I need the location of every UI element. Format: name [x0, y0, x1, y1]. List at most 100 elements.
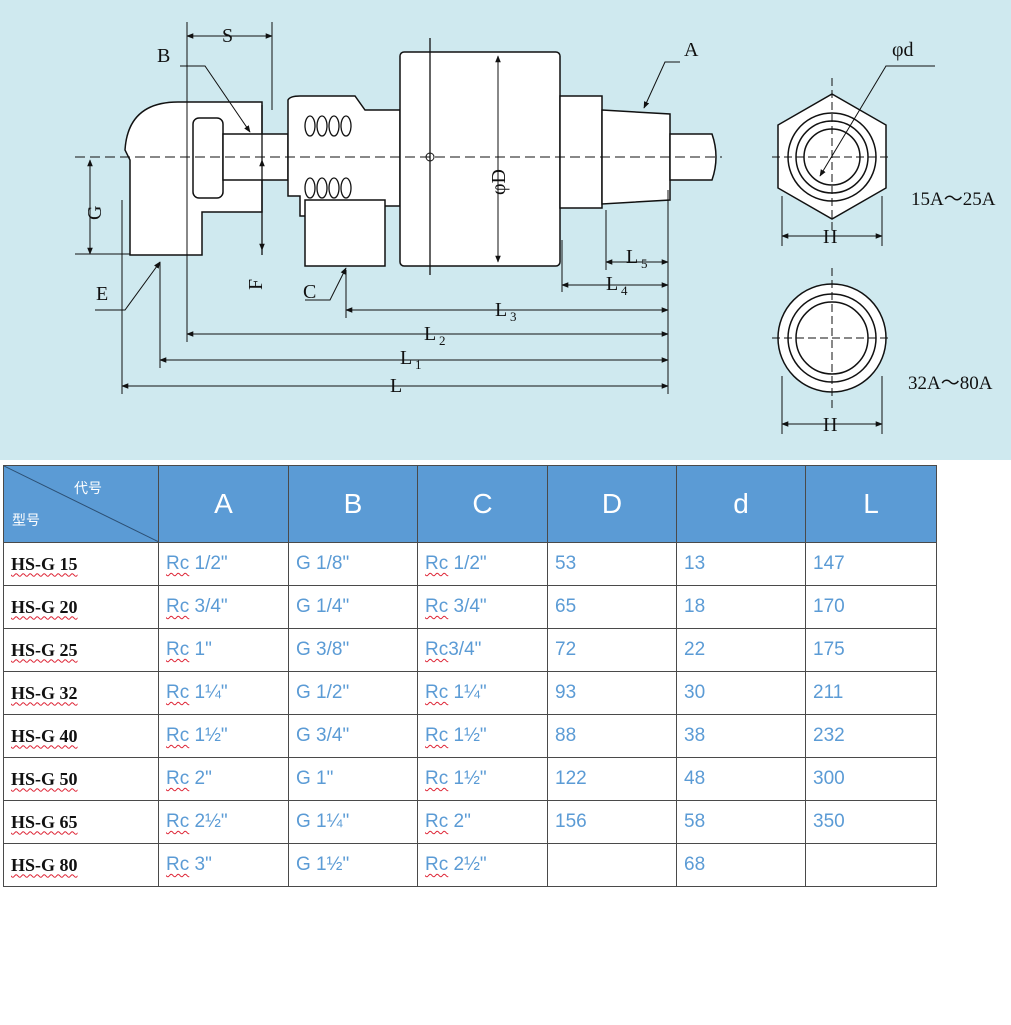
label-H-bottom: H [823, 414, 837, 436]
cell-D: 156 [547, 800, 677, 844]
label-L5: L [626, 246, 638, 268]
cell-value: Rc 1/2" [425, 553, 487, 574]
cell-D: 72 [547, 628, 677, 672]
rc-prefix: Rc [425, 553, 449, 574]
cell-value: 58 [684, 811, 706, 832]
rc-prefix: Rc [166, 725, 190, 746]
cell-value: G 3/4" [296, 725, 350, 746]
cell-C: Rc 1½" [417, 757, 548, 801]
model-text: HS-G 32 [11, 682, 78, 703]
cell-value: 68 [684, 854, 706, 875]
cell-value: G 3/8" [296, 639, 350, 660]
cell-value: 122 [555, 768, 587, 789]
cell-value: 350 [813, 811, 845, 832]
cell-value: Rc3/4" [425, 639, 482, 660]
cell-value: Rc 1" [166, 639, 212, 660]
header-L: L [805, 465, 937, 543]
cell-B: G 3/4" [288, 714, 418, 758]
model-text: HS-G 40 [11, 725, 78, 746]
cell-value: Rc 1¼" [166, 682, 228, 703]
rc-prefix: Rc [166, 639, 190, 660]
cell-A: Rc 1/2" [158, 542, 289, 586]
cell-B: G 1½" [288, 843, 418, 887]
cell-value: G 1¼" [296, 811, 350, 832]
cell-d: 13 [676, 542, 806, 586]
rc-prefix: Rc [166, 596, 190, 617]
cell-L: 350 [805, 800, 937, 844]
rc-prefix: Rc [425, 854, 449, 875]
cell-value: Rc 1/2" [166, 553, 228, 574]
label-phi-d: φd [892, 39, 914, 61]
header-D: D [547, 465, 677, 543]
elbow-nut [192, 117, 224, 199]
model-text: HS-G 50 [11, 768, 78, 789]
label-A: A [684, 39, 699, 61]
cell-D: 65 [547, 585, 677, 629]
rc-prefix: Rc [425, 811, 449, 832]
cell-A: Rc 2" [158, 757, 289, 801]
corner-code-label: 代号 [74, 480, 102, 496]
label-phi-D: φD [488, 169, 510, 195]
cell-C: Rc 1½" [417, 714, 548, 758]
rc-prefix: Rc [425, 639, 449, 660]
label-E: E [96, 283, 108, 305]
table-header-row: 代号 型号 A B C D d L [3, 465, 937, 543]
cell-C: Rc 2½" [417, 843, 548, 887]
rc-prefix: Rc [166, 811, 190, 832]
cell-A: Rc 1" [158, 628, 289, 672]
cell-value: 156 [555, 811, 587, 832]
cell-value: 30 [684, 682, 706, 703]
cell-model: HS-G 20 [3, 585, 159, 629]
cell-model: HS-G 65 [3, 800, 159, 844]
cell-d: 22 [676, 628, 806, 672]
model-text: HS-G 25 [11, 639, 78, 660]
cell-D [547, 843, 677, 887]
cell-value: 232 [813, 725, 845, 746]
cell-d: 18 [676, 585, 806, 629]
cell-L [805, 843, 937, 887]
model-text: HS-G 65 [11, 811, 78, 832]
cell-value: 88 [555, 725, 577, 746]
label-L4: L [606, 273, 618, 295]
cell-value: 18 [684, 596, 706, 617]
rc-prefix: Rc [425, 768, 449, 789]
label-H-top: H [823, 226, 837, 248]
cell-C: Rc3/4" [417, 628, 548, 672]
cell-A: Rc 3/4" [158, 585, 289, 629]
model-text: HS-G 80 [11, 854, 78, 875]
connector-body [559, 95, 603, 209]
rc-prefix: Rc [166, 553, 190, 574]
cell-B: G 3/8" [288, 628, 418, 672]
cell-D: 53 [547, 542, 677, 586]
cell-value: 53 [555, 553, 577, 574]
label-L2-sub: 2 [439, 333, 446, 348]
cell-d: 38 [676, 714, 806, 758]
label-C: C [303, 281, 316, 303]
cell-model: HS-G 40 [3, 714, 159, 758]
cell-L: 232 [805, 714, 937, 758]
cell-model: HS-G 80 [3, 843, 159, 887]
cell-value: G 1/2" [296, 682, 350, 703]
rc-prefix: Rc [425, 596, 449, 617]
label-L3: L [495, 299, 507, 321]
cell-value: Rc 3/4" [425, 596, 487, 617]
header-d: d [676, 465, 806, 543]
cell-value: Rc 2½" [425, 854, 487, 875]
label-S: S [222, 25, 233, 47]
cell-value: Rc 1¼" [425, 682, 487, 703]
rc-prefix: Rc [425, 682, 449, 703]
header-A: A [158, 465, 289, 543]
corner-diagonal [4, 466, 159, 542]
label-L4-sub: 4 [621, 283, 628, 298]
cell-value: Rc 2½" [166, 811, 228, 832]
technical-drawing: S B A φd φD G E F C L L 1 L 2 L 3 L 4 L … [0, 0, 1011, 460]
label-L1-sub: 1 [415, 357, 422, 372]
cell-B: G 1/4" [288, 585, 418, 629]
label-L1: L [400, 347, 412, 369]
cell-value: Rc 3" [166, 854, 212, 875]
